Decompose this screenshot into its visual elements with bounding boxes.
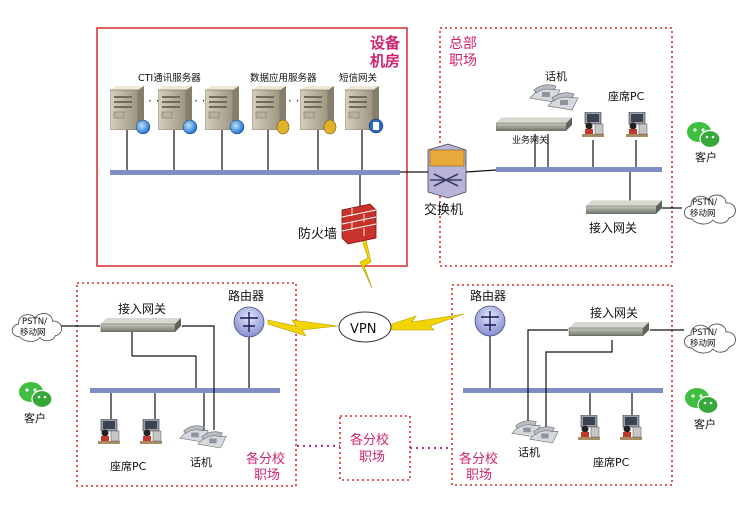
left-access-gateway-label: 接入网关 <box>118 301 166 316</box>
right-pstn-label-1: PSTN/ <box>692 328 717 338</box>
left-customer-label: 客户 <box>24 411 46 425</box>
left-customer-wechat-icon <box>18 381 53 409</box>
branch-left-border <box>76 282 297 487</box>
globe-icon <box>229 119 245 135</box>
right-agent-pc-icon <box>619 415 643 441</box>
left-router-label: 路由器 <box>228 288 264 303</box>
hq-agent-pc-icon <box>581 112 605 138</box>
right-pstn-label-2: 移动网 <box>690 338 716 349</box>
left-branch-title-1: 各分校 <box>246 451 285 467</box>
hq-customer-label: 客户 <box>695 150 717 164</box>
hq-access-gateway-icon <box>586 200 662 214</box>
right-branch-title-2: 职场 <box>466 468 492 483</box>
left-pstn-label-1: PSTN/ <box>22 317 47 327</box>
hq-title-1: 总部 <box>449 36 477 52</box>
left-agent-pc-label: 座席PC <box>110 459 147 473</box>
hq-agent-pc-icon <box>625 112 649 138</box>
hq-agent-pc-label: 座席PC <box>608 89 645 103</box>
equipment-room-border <box>96 27 408 267</box>
sms-gateway-label: 短信网关 <box>339 72 378 84</box>
branch-right-border <box>451 284 673 486</box>
service-gateway-icon <box>496 117 572 131</box>
equipment-room-title-2: 机房 <box>370 52 400 70</box>
globe-icon <box>182 119 198 135</box>
vpn-cloud <box>338 311 392 343</box>
service-gateway-label: 业务网关 <box>512 134 548 146</box>
left-pstn-label-2: 移动网 <box>20 327 46 338</box>
svg-text:· ·: · · <box>288 94 299 108</box>
switch-label: 交换机 <box>424 202 463 218</box>
right-phone-label: 话机 <box>518 445 540 459</box>
right-customer-wechat-icon <box>684 387 719 415</box>
cti-server-label: CTI通讯服务器 <box>138 72 201 84</box>
left-branch-title-2: 职场 <box>254 468 280 483</box>
hq-access-gateway-label: 接入网关 <box>589 220 637 235</box>
right-access-gateway-icon <box>568 322 650 336</box>
switch-icon <box>427 143 467 199</box>
vpn-label: VPN <box>350 322 376 337</box>
database-icon <box>323 119 337 135</box>
left-phone-label: 话机 <box>190 455 212 469</box>
branch-left-bus <box>90 388 280 393</box>
branch-right-bus <box>463 388 663 393</box>
branch-middle-border <box>339 415 411 481</box>
right-customer-label: 客户 <box>694 417 716 431</box>
left-access-gateway-icon <box>100 318 182 332</box>
data-server-label: 数据应用服务器 <box>250 72 317 84</box>
firewall-label: 防火墙 <box>298 226 337 242</box>
svg-text:· ·: · · <box>194 94 205 108</box>
database-icon <box>276 119 290 135</box>
hq-bus <box>496 167 662 172</box>
hq-pstn-label-1: PSTN/ <box>692 198 717 208</box>
hq-title-2: 职场 <box>449 53 477 69</box>
middle-branch-title-2: 职场 <box>359 450 385 465</box>
right-router-label: 路由器 <box>470 288 506 303</box>
equipment-room-title-1: 设备 <box>370 34 401 52</box>
hq-pstn-label-2: 移动网 <box>690 208 716 219</box>
right-agent-pc-label: 座席PC <box>593 455 630 469</box>
equipment-room-bus <box>110 170 400 175</box>
hq-phone-label: 话机 <box>545 69 567 83</box>
right-access-gateway-label: 接入网关 <box>590 305 638 320</box>
right-branch-title-1: 各分校 <box>459 451 498 467</box>
right-agent-pc-icon <box>577 415 601 441</box>
connection-lines <box>60 128 684 430</box>
left-agent-pc-icon <box>97 419 121 445</box>
left-agent-pc-icon <box>139 419 163 445</box>
hq-customer-wechat-icon <box>686 121 721 149</box>
globe-icon <box>135 119 151 135</box>
vpn-links <box>267 239 465 337</box>
svg-text:· ·: · · <box>148 94 159 108</box>
middle-branch-title-1: 各分校 <box>350 432 389 448</box>
firewall-icon <box>341 203 377 245</box>
